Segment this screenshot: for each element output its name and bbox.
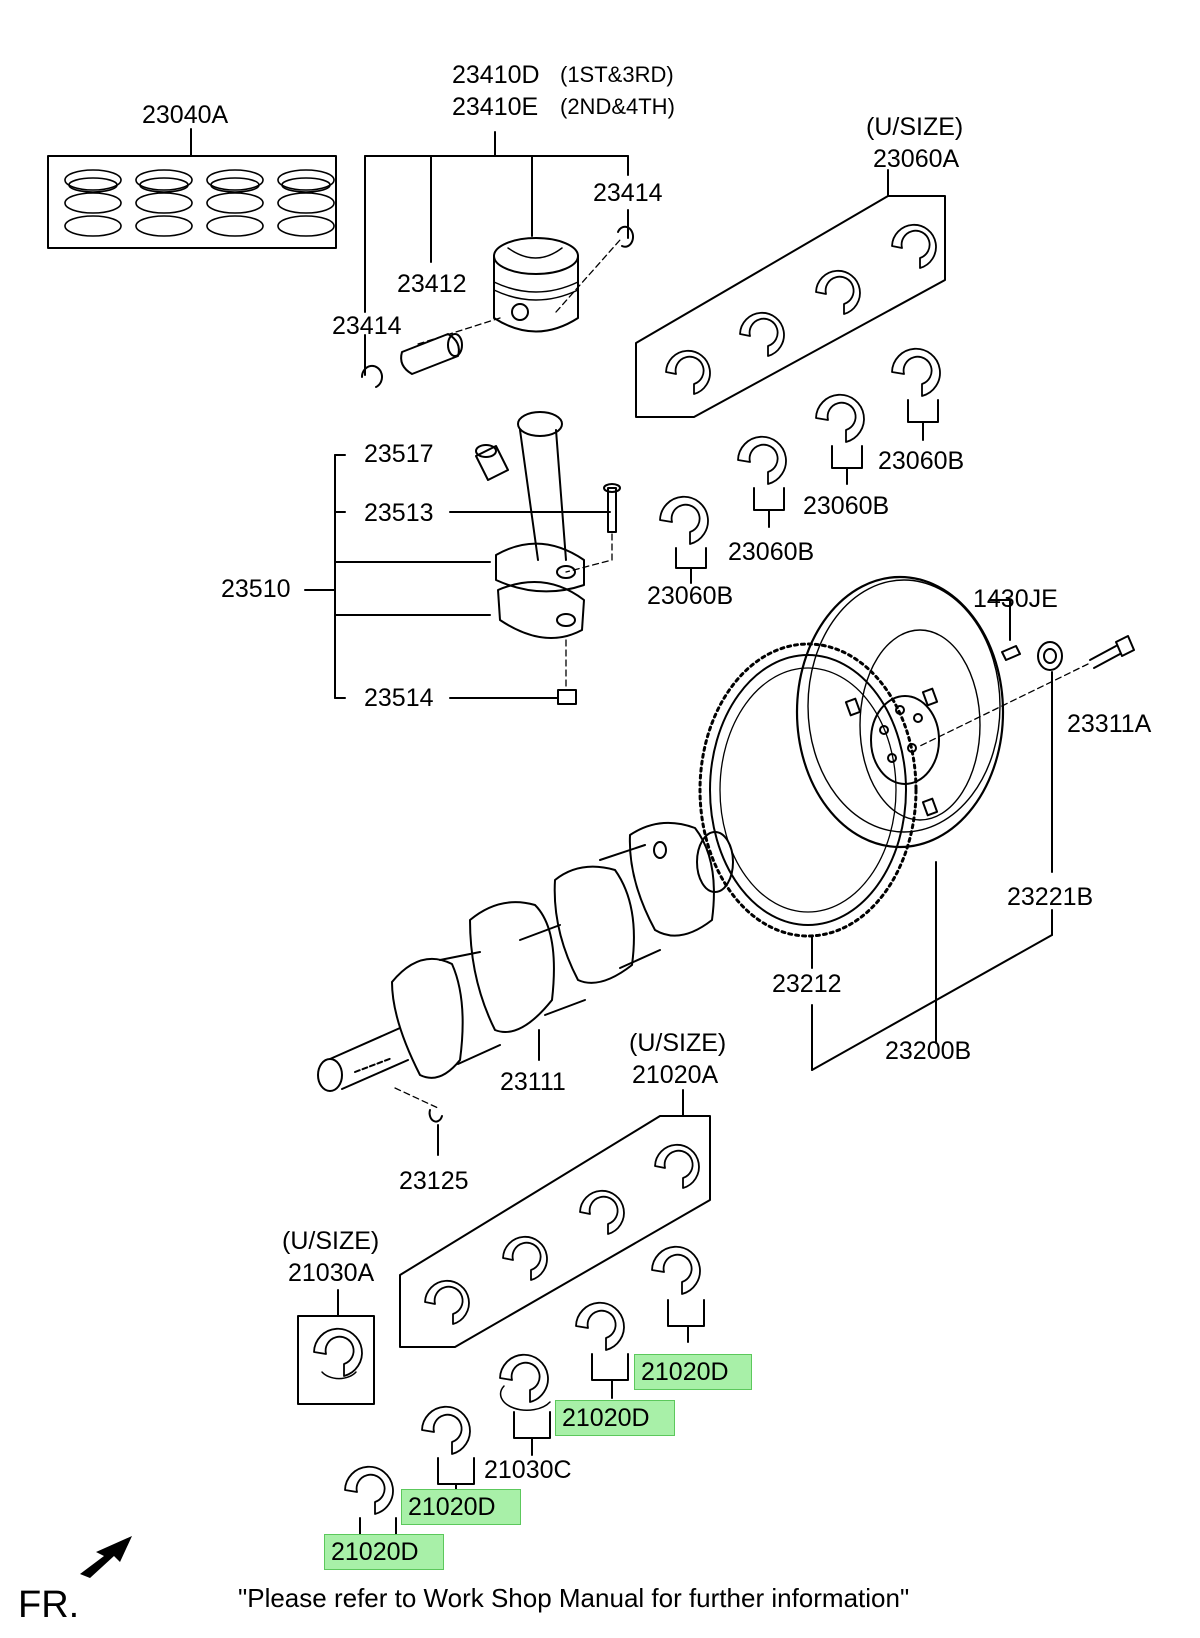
label-21020d-3[interactable]: 21020D xyxy=(401,1489,521,1525)
label-usize-mid: (U/SIZE) xyxy=(629,1029,727,1057)
label-23111[interactable]: 23111 xyxy=(500,1068,566,1096)
label-21030a[interactable]: 21030A xyxy=(288,1259,375,1287)
label-23414-left[interactable]: 23414 xyxy=(332,312,402,340)
label-23060b-1[interactable]: 23060B xyxy=(878,447,965,475)
ring-gear-illustration xyxy=(698,642,918,969)
label-23410d[interactable]: 23410D xyxy=(452,61,540,89)
label-23060b-3[interactable]: 23060B xyxy=(728,538,815,566)
piston-rings-illustration xyxy=(47,128,337,249)
bearing-shells-23060b xyxy=(659,347,941,584)
label-23514[interactable]: 23514 xyxy=(364,684,434,712)
label-23060a[interactable]: 23060A xyxy=(873,145,960,173)
label-23513[interactable]: 23513 xyxy=(364,499,434,527)
label-23060b-4[interactable]: 23060B xyxy=(647,582,734,610)
connecting-rod-illustration xyxy=(304,411,621,705)
thrust-set-21030a xyxy=(297,1289,375,1405)
label-21020d-2[interactable]: 21020D xyxy=(555,1400,675,1436)
label-23200b[interactable]: 23200B xyxy=(885,1037,972,1065)
label-1430je[interactable]: 1430JE xyxy=(973,585,1058,613)
front-direction-label: FR. xyxy=(18,1584,80,1626)
label-23060b-2[interactable]: 23060B xyxy=(803,492,890,520)
piston-pin-illustration xyxy=(360,333,463,388)
footer-note: "Please refer to Work Shop Manual for fu… xyxy=(238,1583,910,1613)
label-23221b[interactable]: 23221B xyxy=(1007,883,1094,911)
label-23517[interactable]: 23517 xyxy=(364,440,434,468)
flywheel-illustration xyxy=(795,575,1135,1071)
label-23212[interactable]: 23212 xyxy=(772,970,842,998)
label-21020d-4[interactable]: 21020D xyxy=(324,1534,444,1570)
front-arrow-icon xyxy=(80,1536,132,1578)
label-23040a[interactable]: 23040A xyxy=(142,101,229,129)
label-23410d-note: (1ST&3RD) xyxy=(560,62,674,87)
bearing-plate-21020a xyxy=(399,1089,711,1348)
label-23510[interactable]: 23510 xyxy=(221,575,291,603)
label-23311a[interactable]: 23311A xyxy=(1067,710,1152,738)
label-usize-top: (U/SIZE) xyxy=(866,113,964,141)
label-21020d-1[interactable]: 21020D xyxy=(634,1354,752,1390)
label-23125[interactable]: 23125 xyxy=(399,1167,469,1195)
label-23410e[interactable]: 23410E xyxy=(452,93,539,121)
piston-leader-lines xyxy=(364,131,629,376)
label-23414-right[interactable]: 23414 xyxy=(593,179,663,207)
crankshaft-illustration xyxy=(317,821,734,1156)
bearing-plate-23060a xyxy=(635,169,946,418)
label-21020a[interactable]: 21020A xyxy=(632,1061,719,1089)
label-usize-left: (U/SIZE) xyxy=(282,1227,380,1255)
label-21030c[interactable]: 21030C xyxy=(484,1456,572,1484)
main-bearing-shells xyxy=(344,1245,705,1561)
label-23410e-note: (2ND&4TH) xyxy=(560,94,675,119)
label-23412[interactable]: 23412 xyxy=(397,270,467,298)
